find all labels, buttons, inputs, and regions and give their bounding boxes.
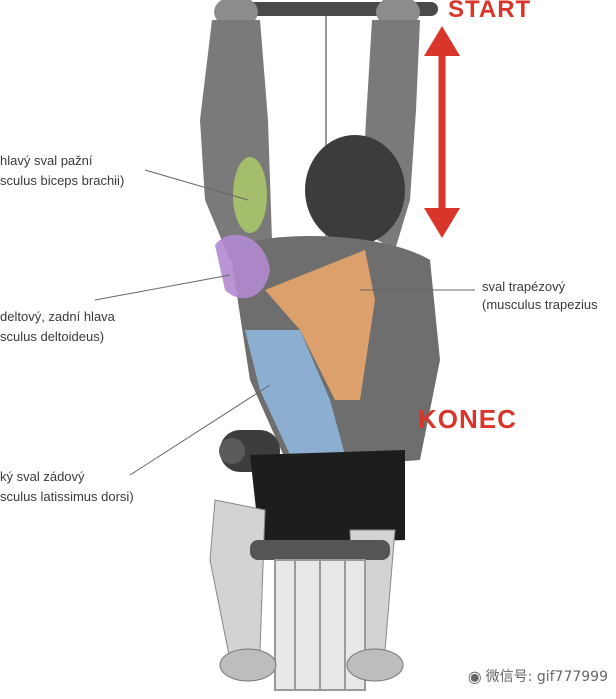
range-of-motion-arrow [424, 26, 460, 238]
lat-leader [129, 384, 271, 476]
latissimus-label-czech: ký sval zádový [0, 469, 85, 484]
latissimus-label-latin: sculus latissimus dorsi) [0, 489, 134, 504]
biceps-label-czech: hlavý sval pažní [0, 153, 93, 168]
konec-label: KONEC [418, 404, 517, 434]
start-label: START [448, 0, 532, 23]
deltoid-label-latin: sculus deltoideus) [0, 329, 105, 344]
left-shoe [219, 648, 277, 682]
wechat-icon: ◉ [467, 666, 482, 686]
biceps-leader [144, 169, 249, 201]
trapezius-muscle [265, 250, 375, 400]
left-leg [209, 499, 266, 661]
biceps-label-latin: sculus biceps brachii) [0, 173, 125, 188]
watermark-text: 微信号: gif777999 [485, 669, 608, 685]
trapezius-label-latin: (musculus trapezius [482, 297, 598, 312]
right-shoe [346, 648, 404, 682]
biceps-muscle [233, 157, 267, 233]
deltoid-muscle [215, 234, 270, 299]
deltoid-leader [94, 274, 231, 301]
thigh-pad-end [219, 438, 245, 464]
wechat-watermark: ◉ 微信号: gif777999 [468, 666, 608, 686]
latissimus-muscle [245, 330, 345, 455]
seat [250, 540, 390, 560]
trapezius-label-czech: sval trapézový [482, 279, 566, 294]
shorts [250, 450, 405, 545]
left-arm [200, 20, 272, 260]
head [305, 135, 405, 245]
deltoid-label-czech: deltový, zadní hlava [0, 309, 115, 324]
